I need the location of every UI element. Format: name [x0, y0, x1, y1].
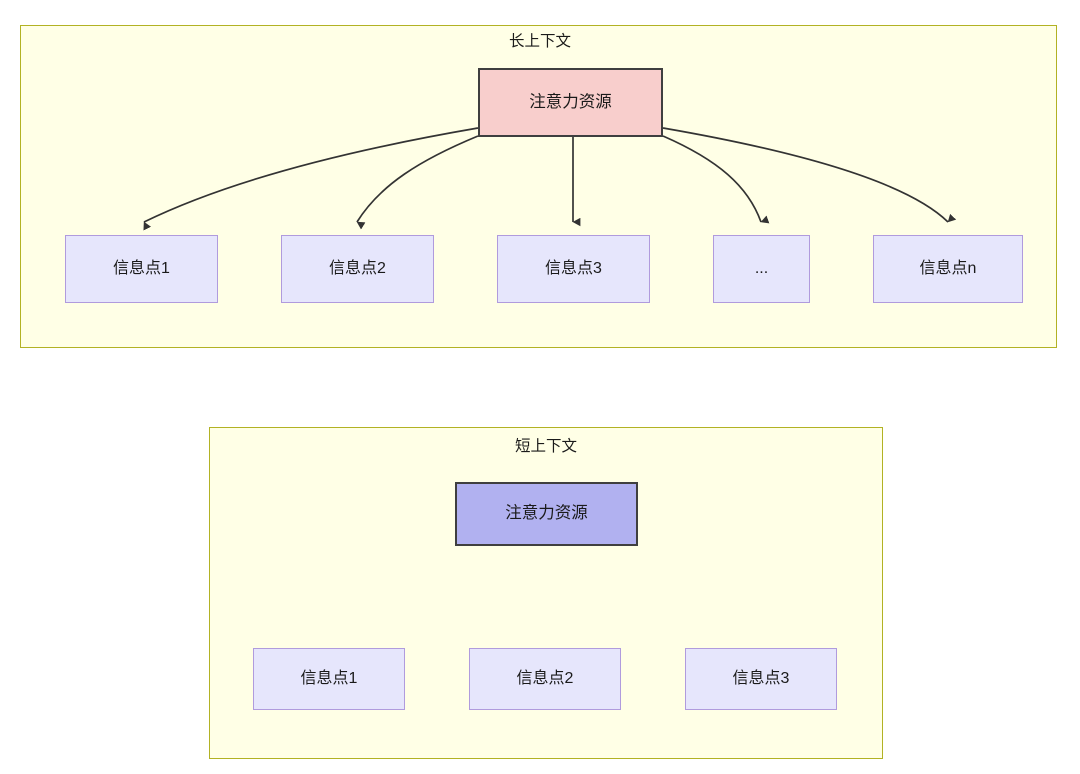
node-info-point-2-label: 信息点2: [329, 260, 386, 278]
node-info-point-n-label: 信息点n: [919, 260, 977, 278]
node-info-point-ellipsis[interactable]: ...: [713, 235, 810, 303]
node-short-info-point-3-label: 信息点3: [732, 670, 790, 688]
node-short-info-point-1-label: 信息点1: [300, 670, 358, 688]
node-info-point-3-label: 信息点3: [545, 260, 602, 278]
node-short-info-point-1[interactable]: 信息点1: [253, 648, 405, 710]
node-short-info-point-3[interactable]: 信息点3: [685, 648, 837, 710]
node-short-info-point-2-label: 信息点2: [516, 670, 574, 688]
node-attention-long[interactable]: 注意力资源: [478, 68, 663, 137]
group-title-long-context: 长上下文: [508, 33, 571, 50]
node-info-point-ellipsis-label: ...: [754, 260, 769, 278]
node-info-point-1-label: 信息点1: [113, 260, 170, 278]
node-info-point-2[interactable]: 信息点2: [281, 235, 434, 303]
node-attention-long-label: 注意力资源: [529, 92, 612, 111]
node-short-info-point-2[interactable]: 信息点2: [469, 648, 621, 710]
group-title-short-context: 短上下文: [514, 438, 577, 455]
node-info-point-1[interactable]: 信息点1: [65, 235, 218, 303]
node-info-point-3[interactable]: 信息点3: [497, 235, 650, 303]
node-info-point-n[interactable]: 信息点n: [873, 235, 1023, 303]
node-attention-short[interactable]: 注意力资源: [455, 482, 638, 546]
node-attention-short-label: 注意力资源: [505, 504, 588, 523]
